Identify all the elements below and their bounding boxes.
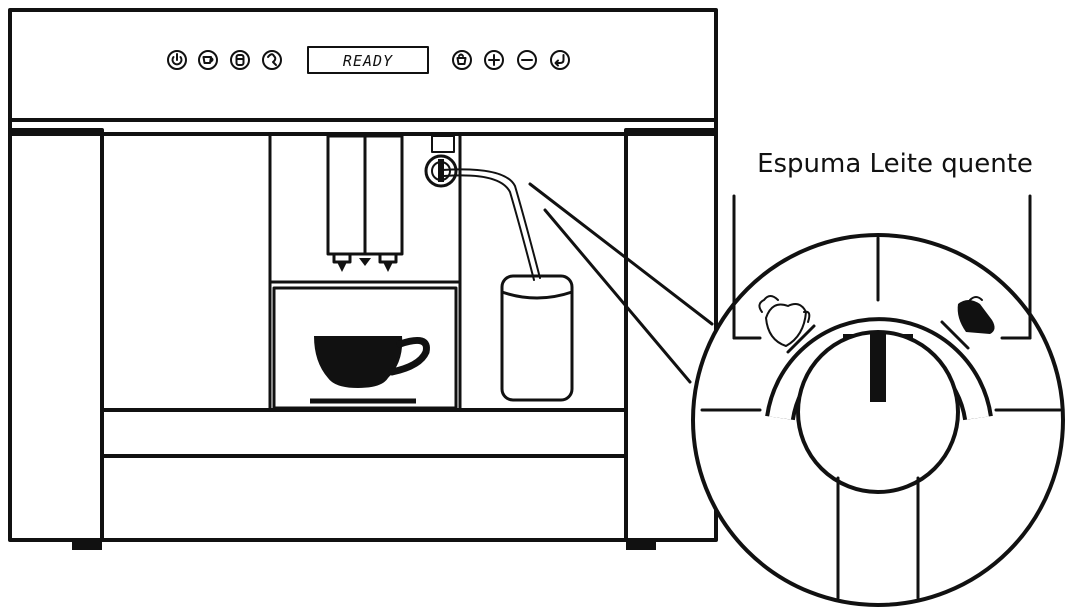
right-nozzle bbox=[383, 262, 393, 272]
return-icon bbox=[554, 54, 565, 67]
milk-tube-inner bbox=[443, 174, 535, 281]
machine-body bbox=[8, 8, 718, 550]
jug-lid-line bbox=[500, 290, 574, 300]
cup-button[interactable] bbox=[230, 50, 250, 70]
power-icon bbox=[171, 53, 183, 66]
cup-bowl bbox=[314, 336, 403, 388]
left-nozzle bbox=[337, 262, 347, 272]
milk-tube bbox=[441, 168, 541, 279]
drip-tray bbox=[100, 408, 628, 458]
foam-position-tick bbox=[786, 324, 816, 354]
coffee-button[interactable] bbox=[198, 50, 218, 70]
zoom-line-upper bbox=[528, 182, 714, 326]
steam-wand-assembly bbox=[424, 135, 541, 281]
right-foot bbox=[626, 542, 656, 550]
return-button[interactable] bbox=[550, 50, 570, 70]
jug-body bbox=[500, 274, 574, 402]
steam-icon bbox=[267, 53, 277, 66]
cup-icon bbox=[235, 54, 245, 66]
left-side-panel bbox=[8, 128, 104, 542]
coffee-spout-unit bbox=[326, 134, 404, 272]
milk-button[interactable] bbox=[452, 50, 472, 70]
minus-button[interactable] bbox=[517, 50, 537, 70]
power-button[interactable] bbox=[167, 50, 187, 70]
cup-window bbox=[272, 286, 458, 410]
center-nozzle bbox=[359, 258, 371, 266]
wand-selector-knob[interactable] bbox=[424, 154, 458, 188]
hot-position-tick bbox=[940, 320, 970, 350]
plus-icon bbox=[488, 54, 500, 66]
coffee-icon bbox=[202, 56, 214, 64]
hot-milk-cup-icon bbox=[957, 296, 995, 334]
callout: Espuma Leite quente bbox=[528, 149, 1065, 607]
left-foot bbox=[72, 542, 102, 550]
display-text: READY bbox=[343, 52, 393, 70]
status-display: READY bbox=[307, 46, 429, 74]
zoom-contents bbox=[700, 236, 1062, 600]
steam-button[interactable] bbox=[262, 50, 282, 70]
knob-indicator bbox=[870, 332, 886, 402]
callout-label: Espuma Leite quente bbox=[757, 149, 1033, 179]
plus-button[interactable] bbox=[484, 50, 504, 70]
zoom-line-lower bbox=[543, 208, 692, 384]
milk-icon bbox=[456, 53, 467, 65]
coffee-cup bbox=[310, 336, 430, 404]
callout-bracket bbox=[732, 194, 1032, 340]
milk-foam-icon bbox=[758, 295, 811, 347]
milk-jug bbox=[500, 274, 574, 402]
panel-trim bbox=[8, 118, 718, 136]
cup-handle bbox=[388, 336, 430, 376]
control-panel: READY bbox=[167, 46, 570, 74]
wand-mount bbox=[431, 135, 455, 153]
bottom-drawer bbox=[100, 454, 628, 542]
